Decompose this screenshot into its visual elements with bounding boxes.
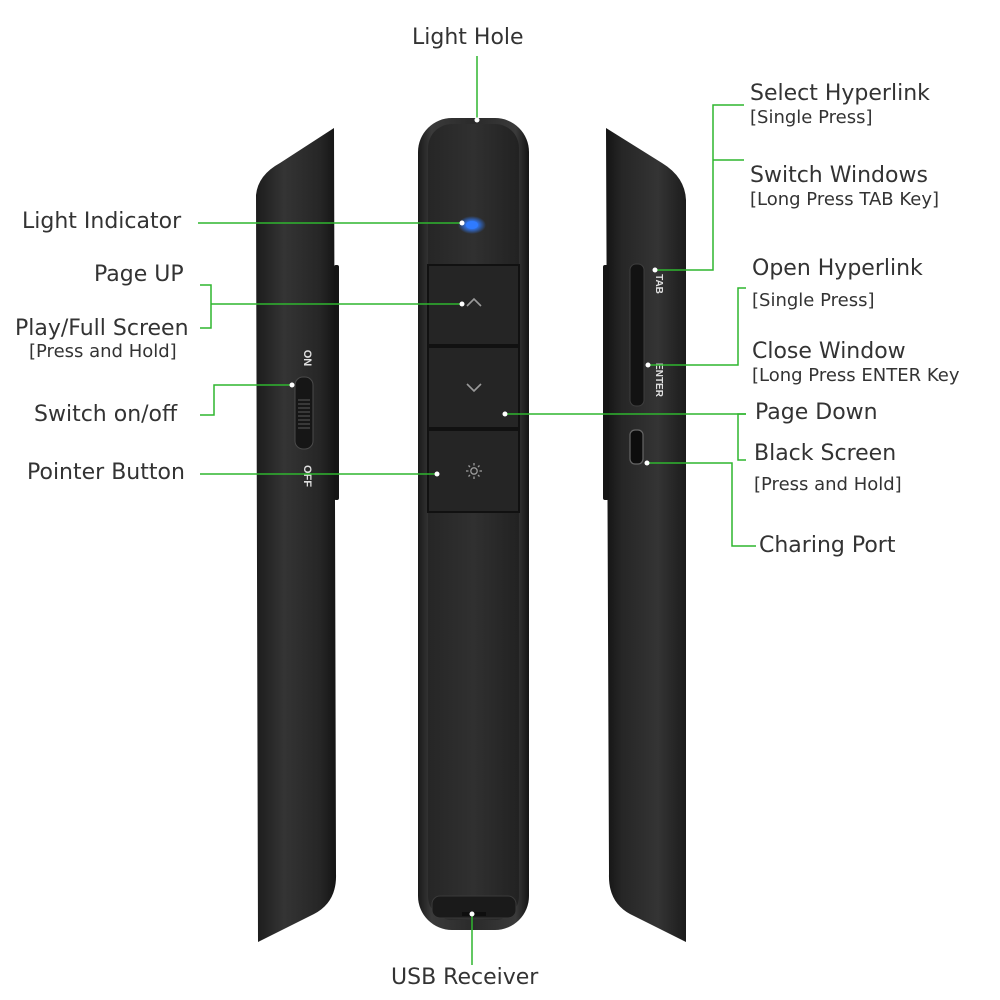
- label-charging-port: Charing Port: [759, 533, 896, 558]
- callout-switch-bracket: [200, 384, 292, 416]
- callout-dots: [289, 117, 658, 917]
- label-open-hyperlink: Open Hyperlink: [752, 256, 923, 281]
- right-device-body: [606, 128, 686, 942]
- label-press-and-hold-right: [Press and Hold]: [754, 474, 902, 495]
- label-light-hole: Light Hole: [412, 25, 524, 50]
- switch-on-label: ON: [301, 350, 313, 367]
- label-long-press-tab: [Long Press TAB Key]: [750, 189, 940, 210]
- label-single-press-1: [Single Press]: [750, 107, 873, 128]
- right-device-edge: [603, 265, 609, 500]
- page-up-button[interactable]: [427, 264, 520, 346]
- label-light-indicator: Light Indicator: [22, 209, 182, 234]
- indicator-led: [466, 221, 478, 229]
- label-usb-receiver: USB Receiver: [391, 965, 539, 990]
- usb-receiver-slot: [431, 895, 517, 919]
- callout-page-up-bracket: [200, 284, 212, 329]
- front-device-face: [428, 124, 519, 920]
- power-switch-grip: [298, 399, 310, 429]
- left-side-view: ON OFF: [256, 128, 339, 942]
- label-page-up: Page UP: [94, 262, 184, 287]
- left-device-body: [256, 128, 337, 942]
- left-device-edge: [334, 265, 339, 500]
- label-select-hyperlink: Select Hyperlink: [750, 81, 930, 106]
- front-view: [418, 118, 529, 930]
- label-close-window: Close Window: [752, 339, 906, 364]
- label-long-press-enter: [Long Press ENTER Key: [752, 365, 960, 386]
- callout-enter-bracket: [648, 287, 746, 366]
- switch-off-label: OFF: [301, 465, 313, 487]
- callout-charging-port: [647, 462, 756, 547]
- callout-page-down-bracket: [737, 413, 746, 461]
- label-press-and-hold-left: [Press and Hold]: [29, 341, 177, 362]
- tab-enter-key[interactable]: [629, 263, 645, 407]
- tab-key-label: TAB: [653, 274, 664, 294]
- callout-tab-bracket: [655, 104, 744, 271]
- label-single-press-2: [Single Press]: [752, 290, 875, 311]
- pointer-button[interactable]: [427, 429, 520, 513]
- chevron-up-icon: [466, 297, 482, 307]
- label-pointer-button: Pointer Button: [27, 460, 185, 485]
- charging-port: [629, 429, 644, 465]
- chevron-down-icon: [466, 383, 482, 393]
- label-switch-windows: Switch Windows: [750, 163, 928, 188]
- power-switch[interactable]: [294, 376, 314, 450]
- label-play-full-screen: Play/Full Screen: [15, 316, 189, 341]
- label-page-down: Page Down: [755, 400, 878, 425]
- callout-lines: [198, 56, 756, 965]
- sun-icon: [466, 463, 482, 479]
- right-side-view: TAB ENTER: [603, 128, 686, 942]
- label-black-screen: Black Screen: [754, 441, 897, 466]
- label-switch-on-off: Switch on/off: [34, 402, 178, 427]
- enter-key-label: ENTER: [653, 363, 664, 398]
